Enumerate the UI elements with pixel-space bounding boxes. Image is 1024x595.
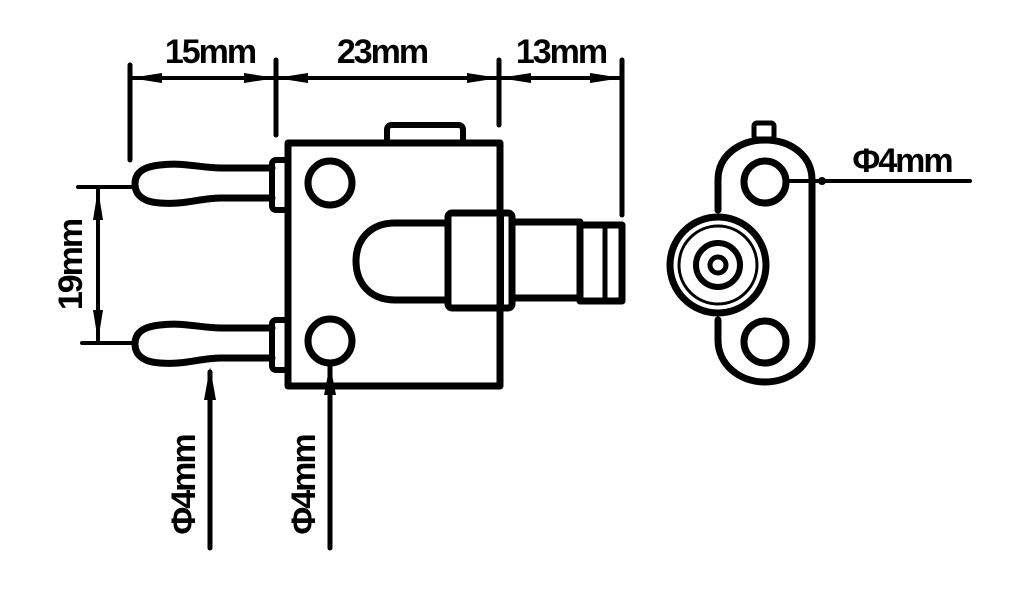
arrowhead-19mm-top — [93, 189, 103, 220]
barrel-face-inner — [693, 240, 743, 290]
arrowhead-hole-leader — [324, 364, 336, 395]
arrowhead-19mm-bottom — [93, 310, 103, 341]
side-view — [131, 122, 626, 390]
end-view: Φ4mm — [666, 120, 972, 386]
arrowheads-top — [130, 73, 622, 83]
pin-upper — [131, 160, 276, 207]
dim-label-15mm: 15mm — [165, 33, 256, 71]
flange-plate — [714, 136, 816, 386]
dim-label-hole-diameter: Φ4mm — [285, 435, 323, 535]
pin-spacing-dimension: 19mm — [52, 185, 137, 345]
barrel-collar — [444, 209, 516, 312]
dim-label-19mm: 19mm — [52, 219, 90, 310]
dim-label-13mm: 13mm — [516, 33, 607, 71]
top-tab — [384, 122, 466, 146]
block-hole-upper — [304, 157, 356, 209]
leader-dot — [818, 177, 826, 185]
pin-lower — [131, 320, 276, 367]
end-hole-lower — [740, 317, 790, 367]
dim-label-end-hole-diameter: Φ4mm — [852, 142, 952, 180]
mounting-block — [284, 139, 504, 390]
hole-diameter-leader: Φ4mm — [285, 363, 336, 551]
barrel-face-outer — [666, 213, 770, 317]
dome — [352, 219, 452, 304]
block-hole-lower — [304, 315, 356, 367]
barrel-face-ring — [677, 224, 759, 306]
barrel-face-center — [707, 254, 729, 276]
end-hole-upper — [740, 157, 790, 207]
dim-label-pin-diameter: Φ4mm — [165, 435, 203, 535]
top-dimension-chain: 15mm 23mm 13mm — [127, 33, 625, 218]
dim-label-23mm: 23mm — [337, 33, 428, 71]
pin-diameter-leader: Φ4mm — [165, 367, 216, 551]
barrel — [508, 218, 584, 302]
barrel-tip — [576, 221, 626, 305]
arrowhead-pin-leader — [204, 367, 216, 400]
